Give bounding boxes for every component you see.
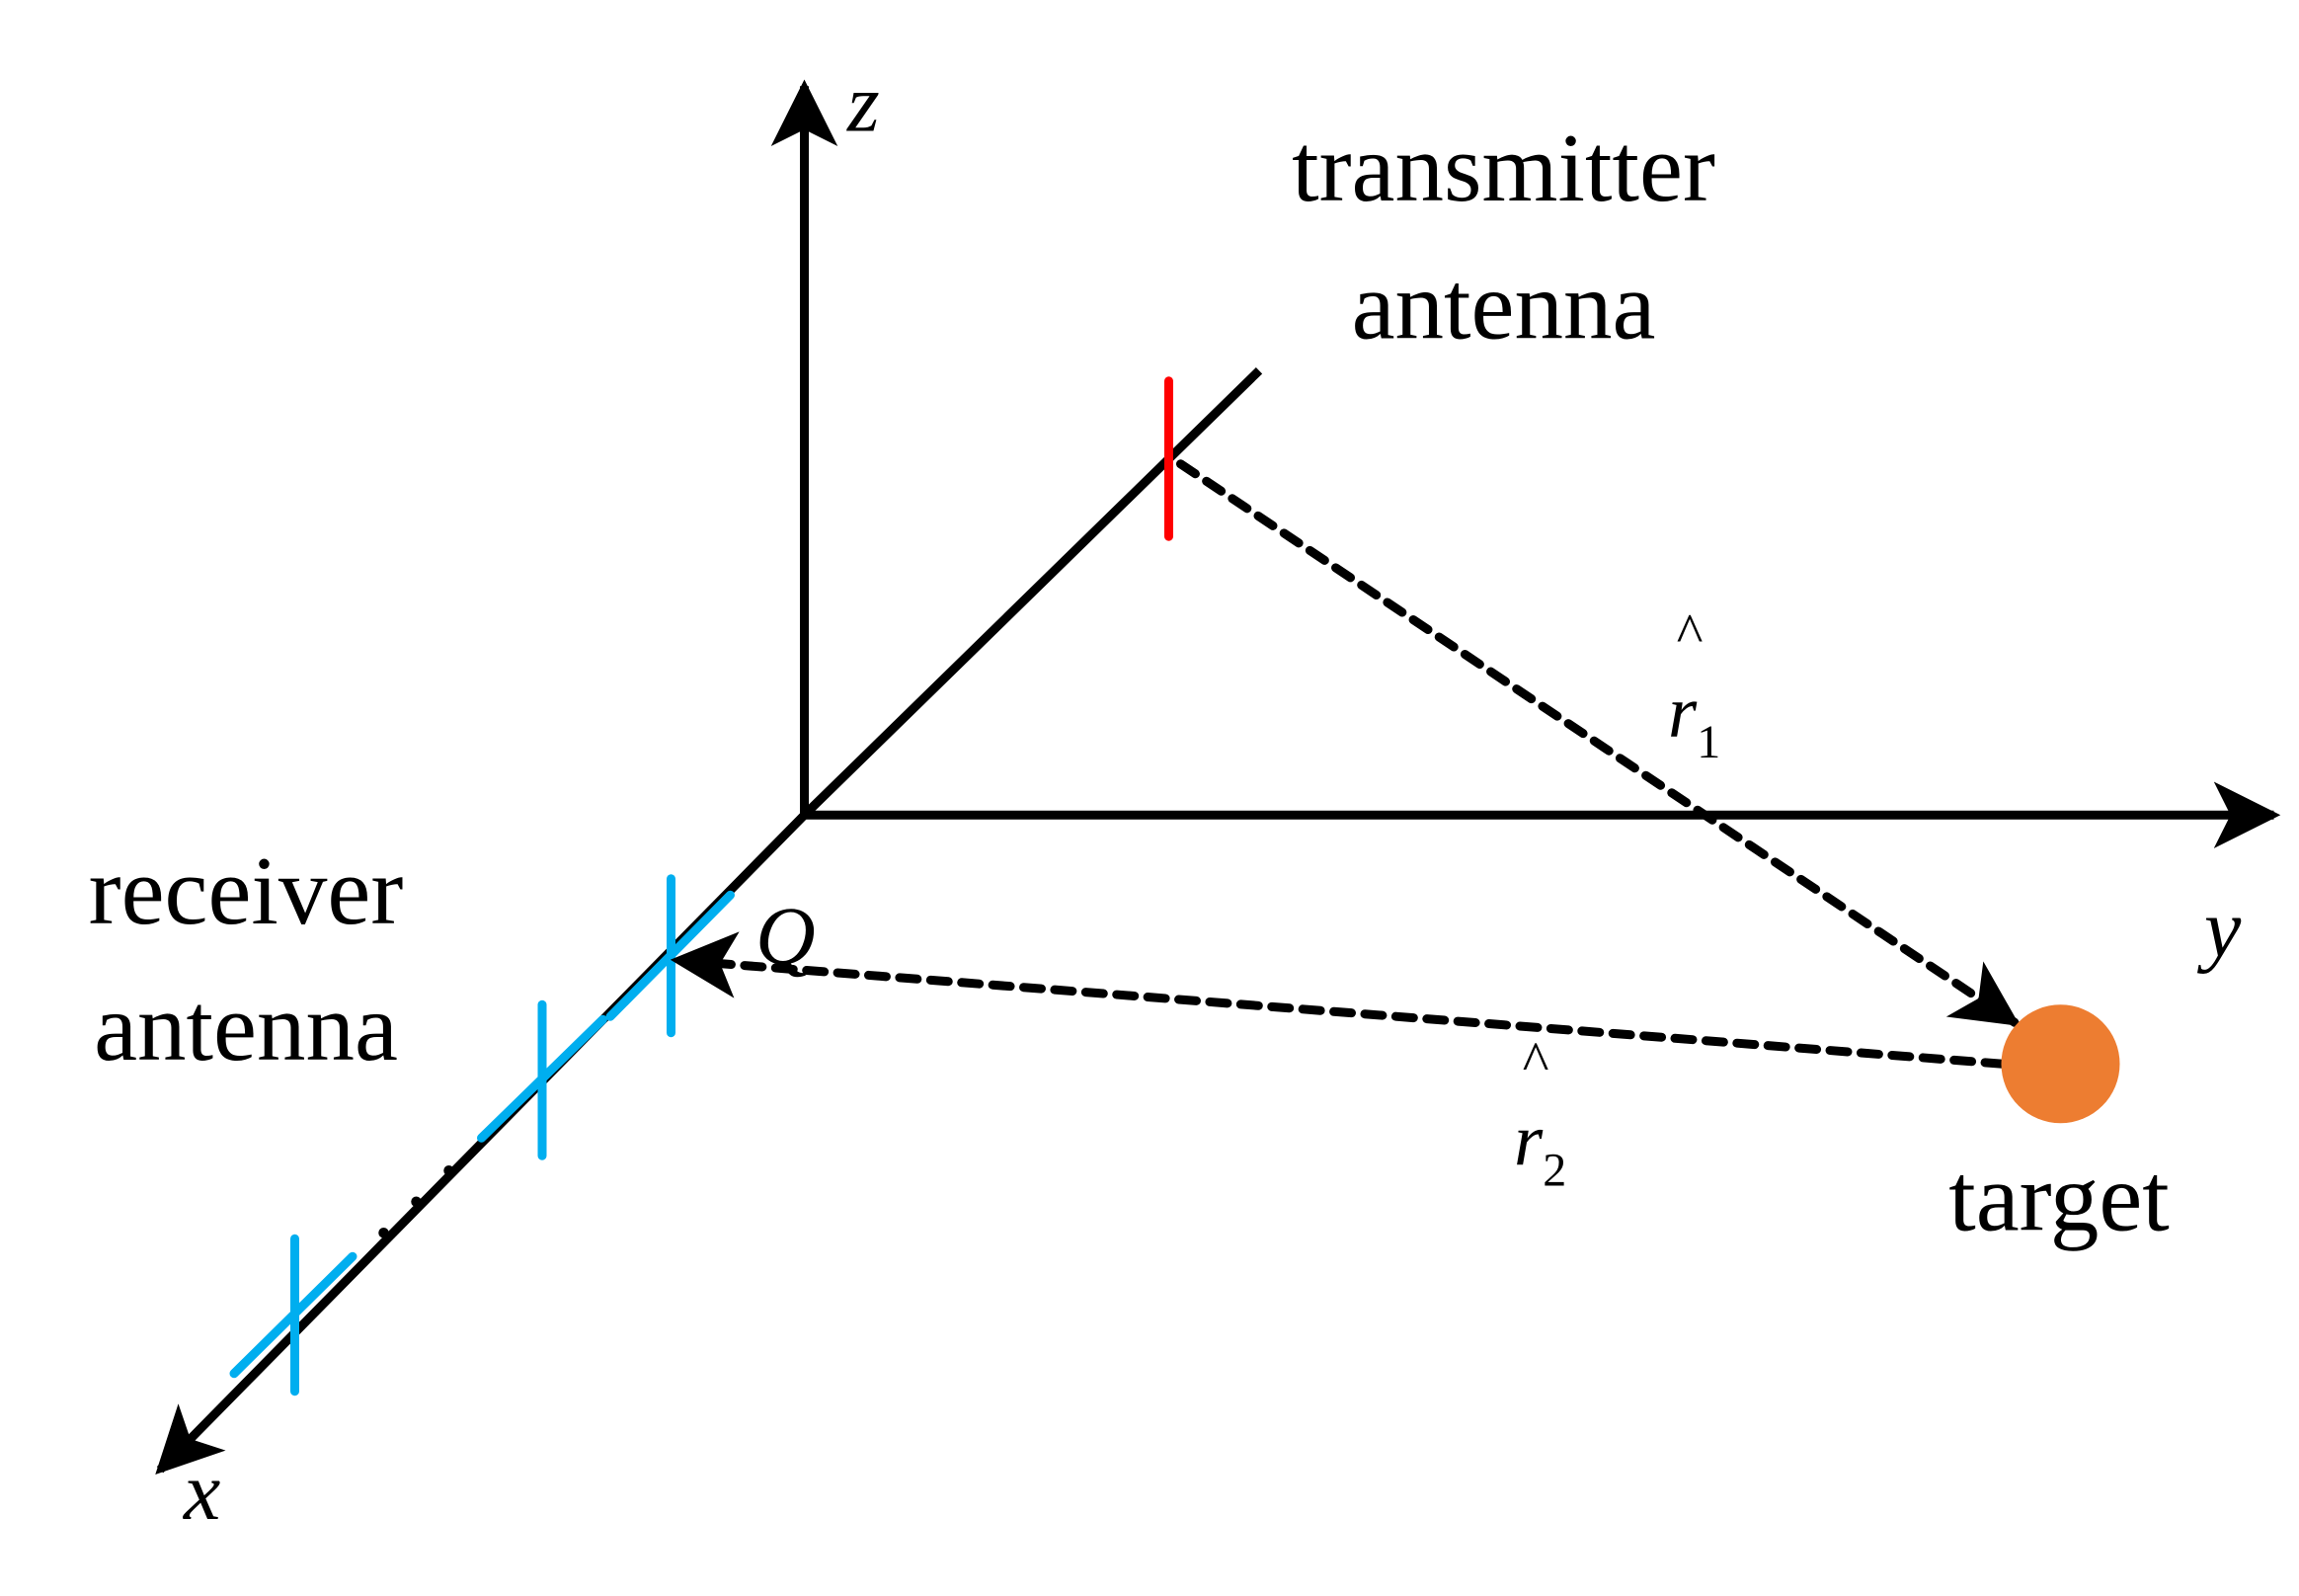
r2-symbol: r xyxy=(1514,1099,1544,1181)
transmitter-label-line2: antenna xyxy=(1352,252,1656,359)
r1-label: ^ r1 xyxy=(1668,602,1720,768)
x-axis-label: x xyxy=(182,1446,220,1538)
r1-symbol-with-subscript: r1 xyxy=(1668,672,1720,768)
r2-symbol-with-subscript: r2 xyxy=(1514,1099,1566,1196)
r2-hat: ^ xyxy=(1522,1031,1549,1093)
r1-hat: ^ xyxy=(1676,602,1704,665)
r1-symbol: r xyxy=(1668,672,1698,754)
r2-label: ^ r2 xyxy=(1514,1031,1566,1197)
y-axis-label: y xyxy=(2196,883,2242,975)
r1-subscript: 1 xyxy=(1697,716,1720,768)
target-icon xyxy=(2001,1004,2120,1124)
ellipsis-dots xyxy=(378,1165,454,1238)
receiver-element-2-diagonal xyxy=(477,1014,607,1143)
z-axis-label: z xyxy=(846,57,880,149)
receiver-element-3-diagonal xyxy=(229,1251,357,1379)
target-label: target xyxy=(1948,1144,2170,1251)
receiver-label-line1: receiver xyxy=(89,838,404,945)
r2-vector xyxy=(670,931,2008,1069)
receiver-label-line2: antenna xyxy=(94,974,398,1081)
receiver-element-1-diagonal xyxy=(605,890,735,1021)
r1-vector xyxy=(1176,459,2021,1027)
origin-label: Q xyxy=(755,890,816,982)
transmitter-label-line1: transmitter xyxy=(1292,115,1715,222)
r2-subscript: 2 xyxy=(1543,1144,1566,1196)
x-axis-back xyxy=(801,367,1263,819)
